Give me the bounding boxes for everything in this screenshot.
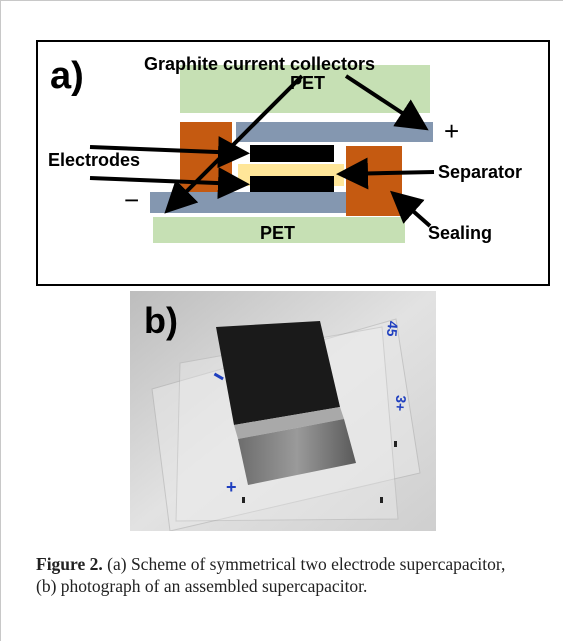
sealing-label: Sealing	[428, 223, 492, 243]
pet-bottom-label: PET	[260, 223, 295, 243]
minus-terminal-label: −	[124, 185, 139, 215]
arrow-to-top-electrode	[89, 136, 250, 169]
figure-caption: Figure 2. (a) Scheme of symmetrical two …	[36, 553, 506, 597]
assembled-supercapacitor-photo: 45 3+ + b)	[130, 291, 436, 531]
mark-top-right: 45	[384, 320, 401, 337]
plus-terminal-label: +	[444, 116, 459, 146]
figure-label: Figure 2.	[36, 554, 103, 574]
arrow-to-separator	[336, 157, 435, 190]
tick-mark	[242, 497, 245, 503]
panel-a-scheme: a) Graphite current collectors PET PET E…	[36, 40, 550, 286]
tick-mark	[380, 497, 383, 503]
sealing-right	[346, 146, 402, 216]
arrow-to-top-collector	[344, 74, 429, 131]
mark-mid-right: 3+	[392, 395, 409, 412]
electrode-bottom	[250, 176, 334, 193]
panel-a-label: a)	[50, 55, 84, 97]
panel-b-photograph: 45 3+ + b)	[130, 291, 436, 531]
panel-b-label: b)	[144, 300, 178, 341]
supercapacitor-scheme: a) Graphite current collectors PET PET E…	[48, 54, 522, 243]
graphite-collectors-label: Graphite current collectors	[144, 54, 375, 74]
mark-bottom-left: +	[226, 477, 237, 497]
separator-strip	[234, 407, 344, 439]
electrode-top	[250, 145, 334, 162]
bottom-current-collector	[150, 192, 346, 213]
mark-left-dash	[213, 372, 224, 381]
caption-text: (a) Scheme of symmetrical two electrode …	[36, 554, 506, 596]
black-electrode	[216, 321, 340, 425]
tick-mark	[394, 441, 397, 447]
pet-bottom-layer	[153, 217, 405, 243]
metal-strip	[238, 419, 356, 485]
top-current-collector	[236, 122, 433, 142]
electrodes-label: Electrodes	[48, 150, 140, 170]
arrow-to-bottom-electrode	[89, 167, 250, 200]
arrow-to-sealing	[390, 190, 432, 228]
separator-label: Separator	[438, 162, 522, 182]
